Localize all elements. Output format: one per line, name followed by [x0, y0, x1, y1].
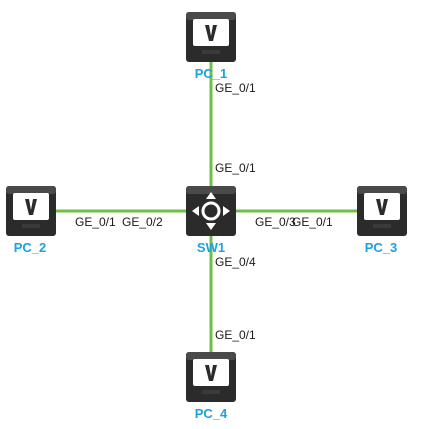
pc-icon: [6, 186, 56, 236]
node-label: PC_2: [14, 240, 47, 255]
pc-icon: [186, 12, 236, 62]
node-pc2[interactable]: PC_2: [6, 186, 56, 255]
port-label-pc3-side: GE_0/1: [292, 215, 333, 229]
port-label-sw1-to-pc3: GE_0/3: [255, 215, 296, 229]
node-sw1[interactable]: SW1: [186, 186, 236, 255]
node-label: SW1: [197, 240, 225, 255]
port-label-sw1-to-pc1: GE_0/1: [215, 161, 256, 175]
port-label-sw1-to-pc4: GE_0/4: [215, 255, 256, 269]
switch-icon: [186, 186, 236, 236]
port-label-pc4-side: GE_0/1: [215, 328, 256, 342]
pc-icon: [186, 352, 236, 402]
port-label-pc1-side: GE_0/1: [215, 81, 256, 95]
node-pc3[interactable]: PC_3: [357, 186, 407, 255]
node-label: PC_3: [365, 240, 398, 255]
node-label: PC_1: [195, 66, 228, 81]
node-label: PC_4: [195, 406, 228, 421]
port-label-sw1-to-pc2: GE_0/2: [122, 215, 163, 229]
node-pc4[interactable]: PC_4: [186, 352, 236, 421]
port-label-pc2-side: GE_0/1: [75, 215, 116, 229]
node-pc1[interactable]: PC_1: [186, 12, 236, 81]
pc-icon: [357, 186, 407, 236]
